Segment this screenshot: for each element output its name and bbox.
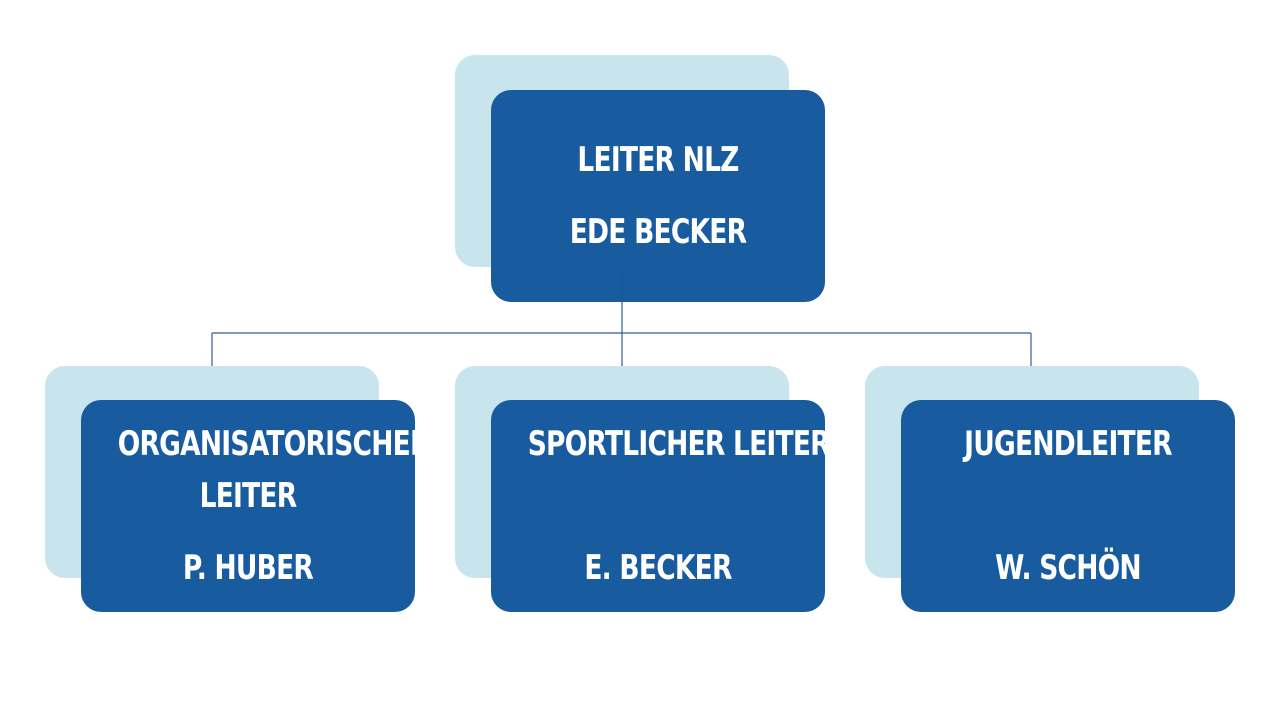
top-node-name: EDE BECKER	[569, 212, 747, 252]
child-node-2-role-line1: SPORTLICHER LEITER	[527, 424, 831, 464]
child-node-2-name: E. BECKER	[584, 548, 732, 588]
child-node-1-role-line1: ORGANISATORISCHER	[117, 424, 431, 464]
child-node-3-role-line1: JUGENDLEITER	[964, 424, 1172, 464]
child-node-3-box: JUGENDLEITER W. SCHÖN	[901, 400, 1235, 612]
top-node-box: LEITER NLZ EDE BECKER	[491, 90, 825, 302]
child-node-1-box: ORGANISATORISCHER LEITER P. HUBER	[81, 400, 431, 612]
child-node-1-role-line2: LEITER	[199, 476, 298, 516]
top-node-role: LEITER NLZ	[577, 140, 739, 180]
child-node-1-name: P. HUBER	[182, 548, 314, 588]
child-node-3-name: W. SCHÖN	[995, 548, 1141, 588]
child-node-2-box: SPORTLICHER LEITER E. BECKER	[491, 400, 831, 612]
